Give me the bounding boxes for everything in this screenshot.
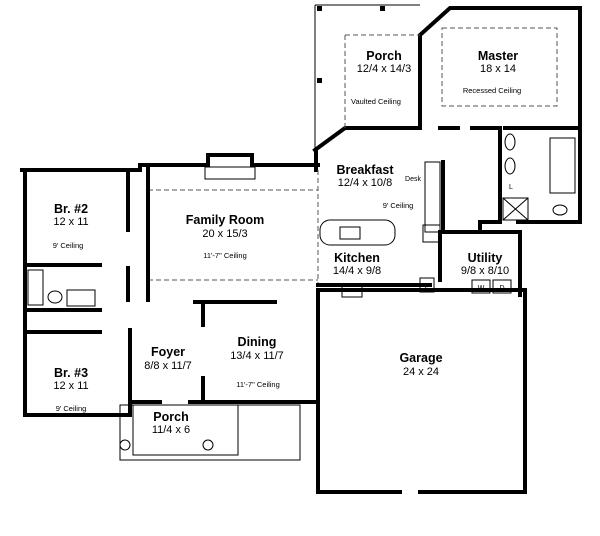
room-dims: 8/8 x 11/7 — [144, 360, 192, 372]
room-name: Kitchen — [334, 251, 380, 265]
room-dims: 24 x 24 — [403, 366, 439, 378]
room-dims: 12 x 11 — [53, 380, 88, 392]
room-utility: Utility 9/8 x 8/10 W D — [461, 251, 509, 292]
walls — [20, 4, 582, 494]
room-porch-front: Porch 11/4 x 6 — [152, 410, 190, 436]
room-name: Dining — [238, 335, 277, 349]
room-name: Garage — [399, 351, 442, 365]
room-br2: Br. #2 12 x 11 9' Ceiling — [53, 202, 89, 250]
room-family: Family Room 20 x 15/3 11'-7" Ceiling — [186, 213, 265, 260]
room-breakfast: Breakfast 12/4 x 10/8 9' Ceiling Desk — [337, 163, 422, 210]
room-dims: 9/8 x 8/10 — [461, 265, 509, 277]
room-dims: 12/4 x 10/8 — [338, 177, 392, 189]
room-name: Foyer — [151, 345, 185, 359]
room-porch-rear: Porch 12/4 x 14/3 Vaulted Ceiling — [351, 49, 411, 106]
room-dims: 13/4 x 11/7 — [230, 350, 284, 362]
room-dims: 20 x 15/3 — [202, 228, 247, 240]
ceiling-note: Vaulted Ceiling — [351, 97, 401, 106]
room-name: Porch — [366, 49, 401, 63]
room-dims: 18 x 14 — [480, 63, 516, 75]
ceiling-note: 9' Ceiling — [56, 404, 87, 413]
washer-label: W — [478, 285, 485, 292]
dryer-label: D — [499, 285, 504, 292]
linen-label: L — [509, 184, 513, 191]
room-dims: 11/4 x 6 — [152, 424, 190, 436]
room-dims: 12/4 x 14/3 — [357, 63, 411, 75]
pantry-label: P — [425, 284, 430, 291]
room-garage: Garage 24 x 24 — [399, 351, 442, 378]
room-dims: 14/4 x 9/8 — [333, 265, 381, 277]
room-master: Master 18 x 14 Recessed Ceiling — [463, 49, 521, 95]
room-name: Br. #3 — [54, 366, 88, 380]
room-kitchen: Kitchen 14/4 x 9/8 P L — [333, 184, 513, 291]
ceiling-note: Recessed Ceiling — [463, 86, 521, 95]
room-dims: 12 x 11 — [53, 216, 88, 228]
desk-label: Desk — [405, 176, 421, 183]
room-name: Family Room — [186, 213, 265, 227]
room-name: Master — [478, 49, 518, 63]
room-name: Utility — [468, 251, 503, 265]
ceiling-note: 11'-7" Ceiling — [203, 251, 247, 260]
room-foyer: Foyer 8/8 x 11/7 — [144, 345, 192, 372]
room-dining: Dining 13/4 x 11/7 11'-7" Ceiling — [230, 335, 284, 389]
ceiling-note: 9' Ceiling — [53, 241, 84, 250]
ceiling-note: 11'-7" Ceiling — [236, 380, 280, 389]
ceiling-note: 9' Ceiling — [383, 201, 414, 210]
room-br3: Br. #3 12 x 11 9' Ceiling — [53, 366, 88, 413]
room-name: Porch — [153, 410, 188, 424]
room-name: Breakfast — [337, 163, 395, 177]
room-name: Br. #2 — [54, 202, 88, 216]
